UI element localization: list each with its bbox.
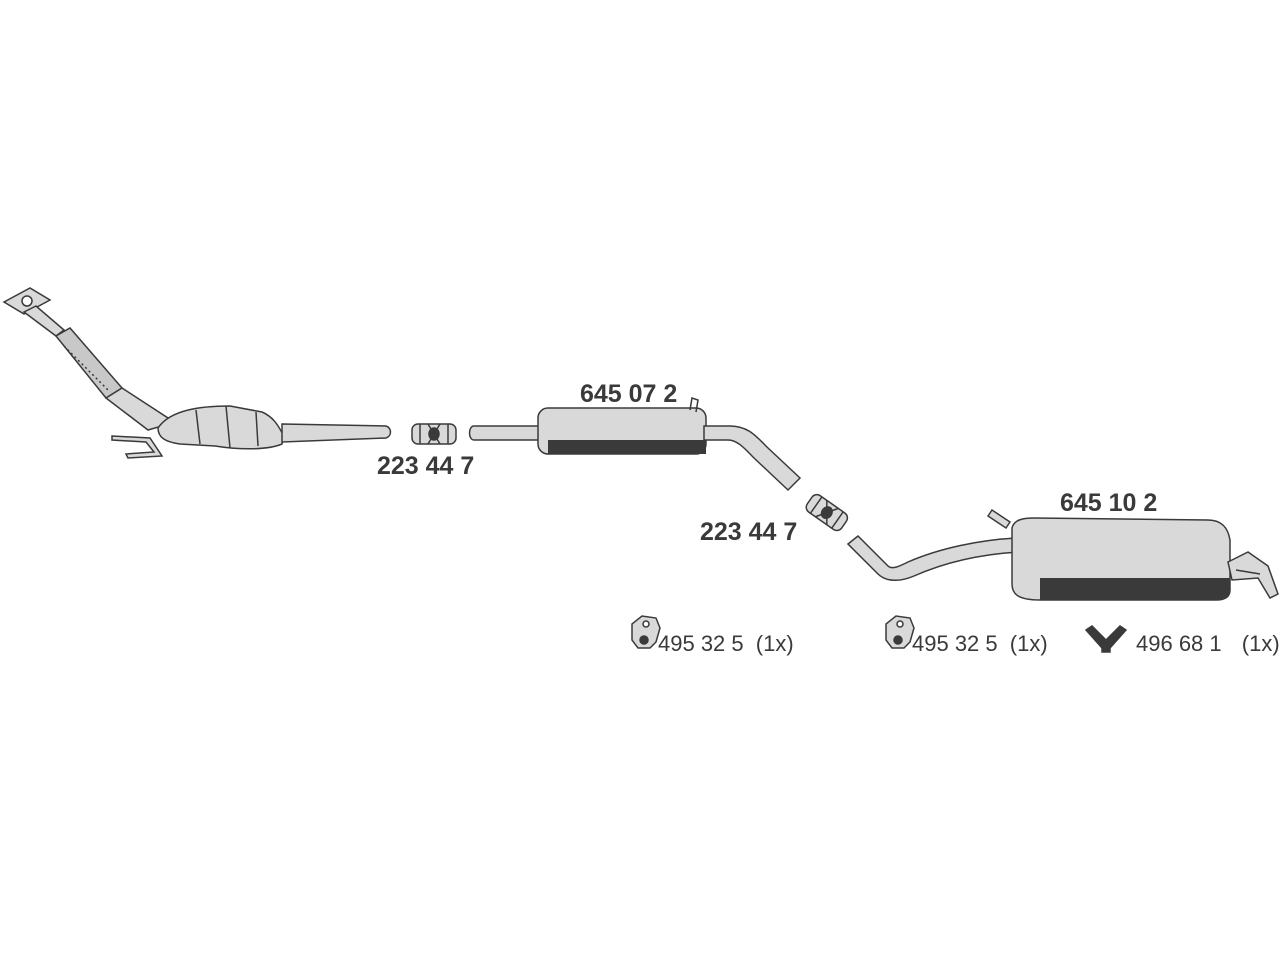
part-number-connector-1: 223 44 7 xyxy=(377,452,474,480)
middle-hanger-pin xyxy=(689,397,699,413)
clamp-connector-2 xyxy=(805,493,849,532)
rear-tail-pipe xyxy=(1227,551,1279,599)
accessory-number: 495 32 5 xyxy=(912,631,998,656)
front-heat-shield xyxy=(54,327,124,399)
accessory-qty: (1x) xyxy=(756,631,794,656)
sensor-bracket xyxy=(111,435,164,459)
y-hanger-icon xyxy=(1084,625,1128,653)
accessory-number: 496 68 1 xyxy=(1136,631,1222,656)
catalytic-converter xyxy=(2,287,392,459)
part-number-middle-silencer: 645 07 2 xyxy=(580,380,677,408)
catalyst-body xyxy=(157,405,285,450)
clamp-connector-1 xyxy=(411,423,457,445)
rear-silencer xyxy=(846,508,1279,601)
accessory-qty: (1x) xyxy=(1010,631,1048,656)
rear-hanger-pin xyxy=(986,508,1012,530)
rubber-hanger-icon xyxy=(631,615,661,649)
accessory-label-2: 495 32 5 (1x) xyxy=(912,631,1048,656)
rubber-hanger-icon xyxy=(885,615,915,649)
rear-inlet-pipe xyxy=(846,534,1021,581)
part-number-rear-silencer: 645 10 2 xyxy=(1060,489,1157,517)
accessory-label-1: 495 32 5 (1x) xyxy=(658,631,794,656)
cat-inlet-pipe xyxy=(104,387,170,431)
flange-hole xyxy=(21,295,33,307)
middle-outlet-pipe xyxy=(703,425,802,492)
accessory-number: 495 32 5 xyxy=(658,631,744,656)
front-pipe xyxy=(22,305,66,337)
accessory-label-3: 496 68 1 (1x) xyxy=(1136,631,1280,656)
accessory-qty: (1x) xyxy=(1242,631,1280,656)
middle-silencer xyxy=(468,397,802,492)
middle-inlet-pipe xyxy=(468,425,541,441)
part-number-connector-2: 223 44 7 xyxy=(700,518,797,546)
cat-outlet-pipe xyxy=(281,423,392,443)
